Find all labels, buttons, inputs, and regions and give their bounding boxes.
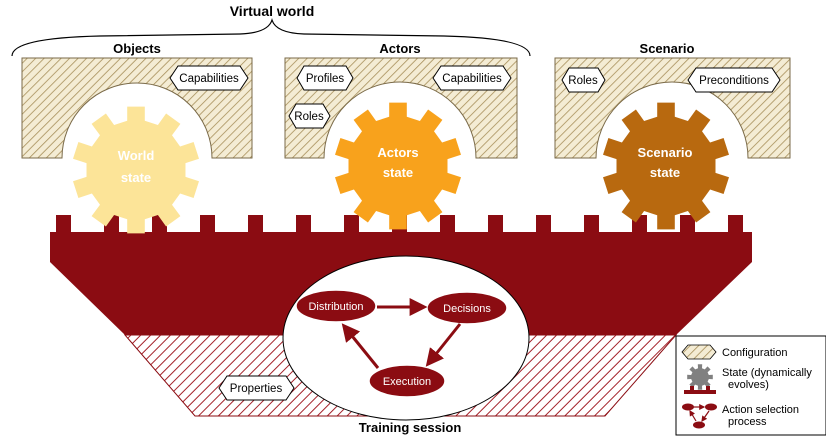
band-tooth — [248, 215, 263, 233]
actors-roles-tag: Roles — [288, 103, 331, 129]
world-state-label-1: World — [118, 148, 155, 163]
decisions-node: Decisions — [426, 291, 508, 325]
actors-state-gear — [335, 102, 461, 230]
band-tooth — [200, 215, 215, 233]
arrow-decisions-execution — [425, 323, 462, 367]
scenario-title: Scenario — [640, 41, 695, 56]
world-state-gear — [73, 106, 199, 234]
legend-state-label-2: evolves) — [728, 379, 769, 391]
legend-configuration-icon — [681, 344, 717, 360]
execution-node: Execution — [368, 364, 446, 398]
legend-action-icon — [682, 403, 717, 429]
scenario-state-label-1: Scenario — [638, 145, 693, 160]
actors-capabilities-tag: Capabilities — [432, 65, 512, 91]
actors-state-label-1: Actors — [377, 145, 418, 160]
scenario-preconditions-tag: Preconditions — [687, 67, 781, 93]
svg-text:Execution: Execution — [383, 376, 431, 388]
svg-text:Properties: Properties — [230, 383, 283, 395]
actors-title: Actors — [379, 41, 420, 56]
virtual-world-label: Virtual world — [230, 3, 315, 19]
legend-action-label-1: Action selection — [722, 404, 799, 416]
legend-state-icon — [684, 364, 716, 394]
band-tooth — [440, 215, 455, 233]
band-tooth — [584, 215, 599, 233]
svg-text:Decisions: Decisions — [443, 303, 491, 315]
training-session-label: Training session — [359, 420, 462, 435]
band-tooth — [56, 215, 71, 233]
legend-state-label-1: State (dynamically — [722, 367, 812, 379]
band-tooth — [296, 215, 311, 233]
svg-text:Capabilities: Capabilities — [442, 73, 502, 85]
svg-text:Roles: Roles — [294, 111, 324, 123]
band-tooth — [488, 215, 503, 233]
actors-state-label-2: state — [383, 165, 413, 180]
objects-capabilities-tag: Capabilities — [169, 65, 249, 91]
objects-title: Objects — [113, 41, 161, 56]
band-tooth — [728, 215, 743, 233]
svg-text:Preconditions: Preconditions — [699, 75, 769, 87]
scenario-state-gear — [603, 102, 729, 230]
virtual-world-brace — [11, 17, 531, 57]
band-tooth — [536, 215, 551, 233]
legend-configuration-label: Configuration — [722, 347, 787, 359]
svg-text:Capabilities: Capabilities — [179, 73, 239, 85]
training-properties-tag: Properties — [218, 375, 295, 401]
svg-text:Distribution: Distribution — [308, 301, 363, 313]
legend-action-label-2: process — [728, 416, 767, 428]
scenario-state-label-2: state — [650, 165, 680, 180]
band-tooth — [344, 215, 359, 233]
svg-text:Profiles: Profiles — [306, 73, 345, 85]
scenario-roles-tag: Roles — [561, 67, 606, 93]
distribution-node: Distribution — [295, 289, 377, 323]
actors-profiles-tag: Profiles — [296, 65, 354, 91]
world-state-label-2: state — [121, 170, 151, 185]
arrow-execution-distribution — [341, 323, 380, 369]
svg-text:Roles: Roles — [568, 75, 598, 87]
band-tooth — [680, 215, 695, 233]
